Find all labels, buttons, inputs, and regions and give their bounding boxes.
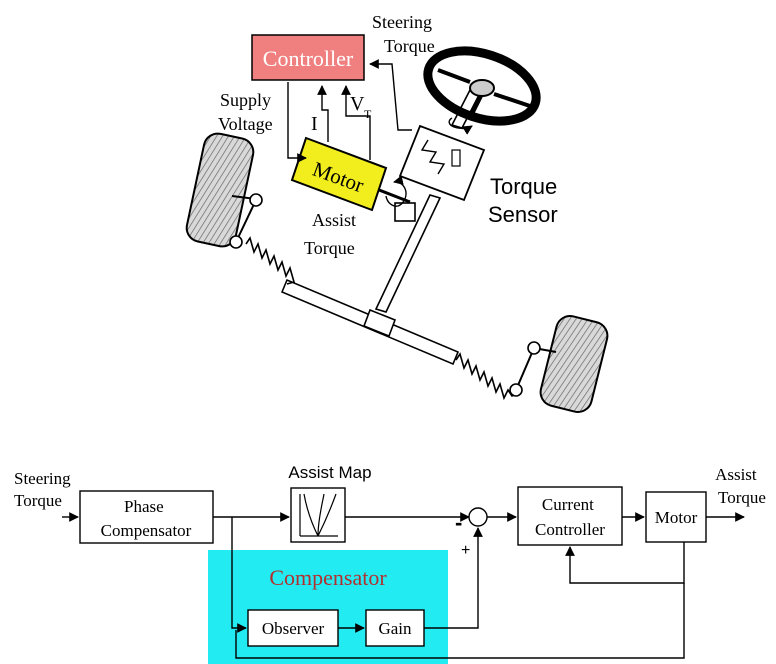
steering-torque-label: Steering Torque	[372, 12, 437, 56]
summing-junction	[468, 507, 488, 527]
observer-block	[247, 609, 339, 647]
steering-wheel	[423, 46, 541, 126]
right-tie-rod-spring	[455, 352, 521, 401]
observer-label: Observer	[262, 619, 325, 638]
current-feedback-wire	[565, 542, 685, 584]
steering-rack	[280, 278, 460, 366]
assist-map-curves-icon	[299, 493, 338, 537]
controller-box	[251, 34, 365, 81]
output-assist-torque-label: Assist Torque	[715, 465, 766, 507]
compensator-label: Compensator	[269, 565, 387, 590]
current-symbol: I	[311, 113, 318, 135]
plus-sign: +	[461, 542, 470, 559]
voltage-symbol: V	[350, 93, 365, 115]
minus-sign: -	[455, 510, 462, 535]
left-tie-rod-spring	[245, 236, 295, 285]
motor-block	[290, 136, 416, 222]
controller-label: Controller	[263, 46, 354, 71]
right-wheel	[509, 315, 609, 413]
phase-compensator-block	[79, 490, 214, 544]
gain-block	[365, 609, 425, 647]
torque-sensor-label: Torque Sensor	[488, 174, 563, 227]
motor-block-diagram	[645, 491, 707, 543]
torque-sensor	[398, 117, 486, 202]
signal-wires	[287, 59, 412, 163]
current-controller-label: Current Controller	[535, 495, 605, 539]
voltage-subscript: T	[364, 107, 372, 121]
phase-compensator-label: Phase Compensator	[101, 497, 192, 540]
assist-torque-label: Assist Torque	[304, 210, 361, 258]
control-block-diagram: Compensator Steering Torque Phase Compen…	[14, 463, 766, 664]
motor-block-label: Motor	[655, 508, 698, 527]
compensator-wires	[231, 517, 685, 659]
input-steering-torque-label: Steering Torque	[14, 469, 75, 510]
left-wheel	[185, 132, 263, 249]
assist-map-label: Assist Map	[288, 463, 371, 482]
gain-label: Gain	[378, 619, 412, 638]
eps-schematic: Controller Steering Torque Supply Voltag…	[185, 12, 609, 413]
current-controller-block	[517, 486, 623, 546]
supply-voltage-label: Supply Voltage	[218, 90, 276, 134]
